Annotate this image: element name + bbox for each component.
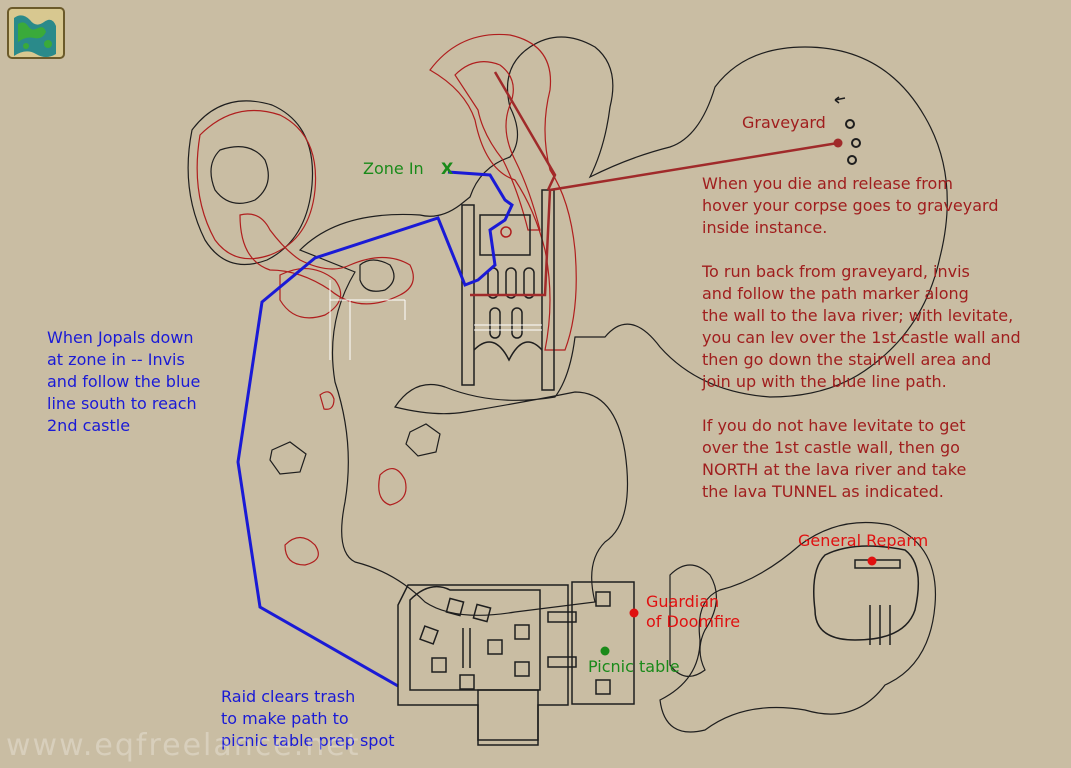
lava-contour (196, 33, 577, 566)
terrain-outline (187, 36, 948, 733)
guardian-marker[interactable] (629, 608, 639, 618)
world-map-scroll-icon[interactable] (4, 4, 68, 62)
general-reparm-label: General Reparm (798, 531, 929, 550)
blue-path (236, 170, 514, 688)
raid-note: Raid clears trash to make path to picnic… (221, 687, 395, 750)
graveyard-icon (845, 119, 861, 165)
guardian-label: Guardian of Doomfire (646, 592, 741, 631)
zone-in-label: Zone In (363, 159, 424, 178)
picnic-table-label: Picnic table (588, 657, 680, 676)
graveyard-marker[interactable] (833, 138, 843, 148)
reparm-arena (813, 545, 920, 645)
watermark: www.eqfreelance.net (6, 728, 361, 763)
second-castle (397, 581, 635, 746)
first-castle (461, 189, 555, 391)
white-walls (329, 280, 542, 360)
picnic-table-marker[interactable] (600, 646, 610, 656)
north-arrow-icon (834, 96, 846, 104)
jopals-note: When Jopals down at zone in -- Invis and… (47, 328, 201, 435)
graveyard-label: Graveyard (742, 113, 826, 132)
zone-in-marker[interactable]: X (441, 159, 454, 178)
red-path (470, 71, 839, 297)
general-reparm-marker[interactable] (867, 556, 877, 566)
graveyard-note: When you die and release from hover your… (702, 174, 1021, 501)
